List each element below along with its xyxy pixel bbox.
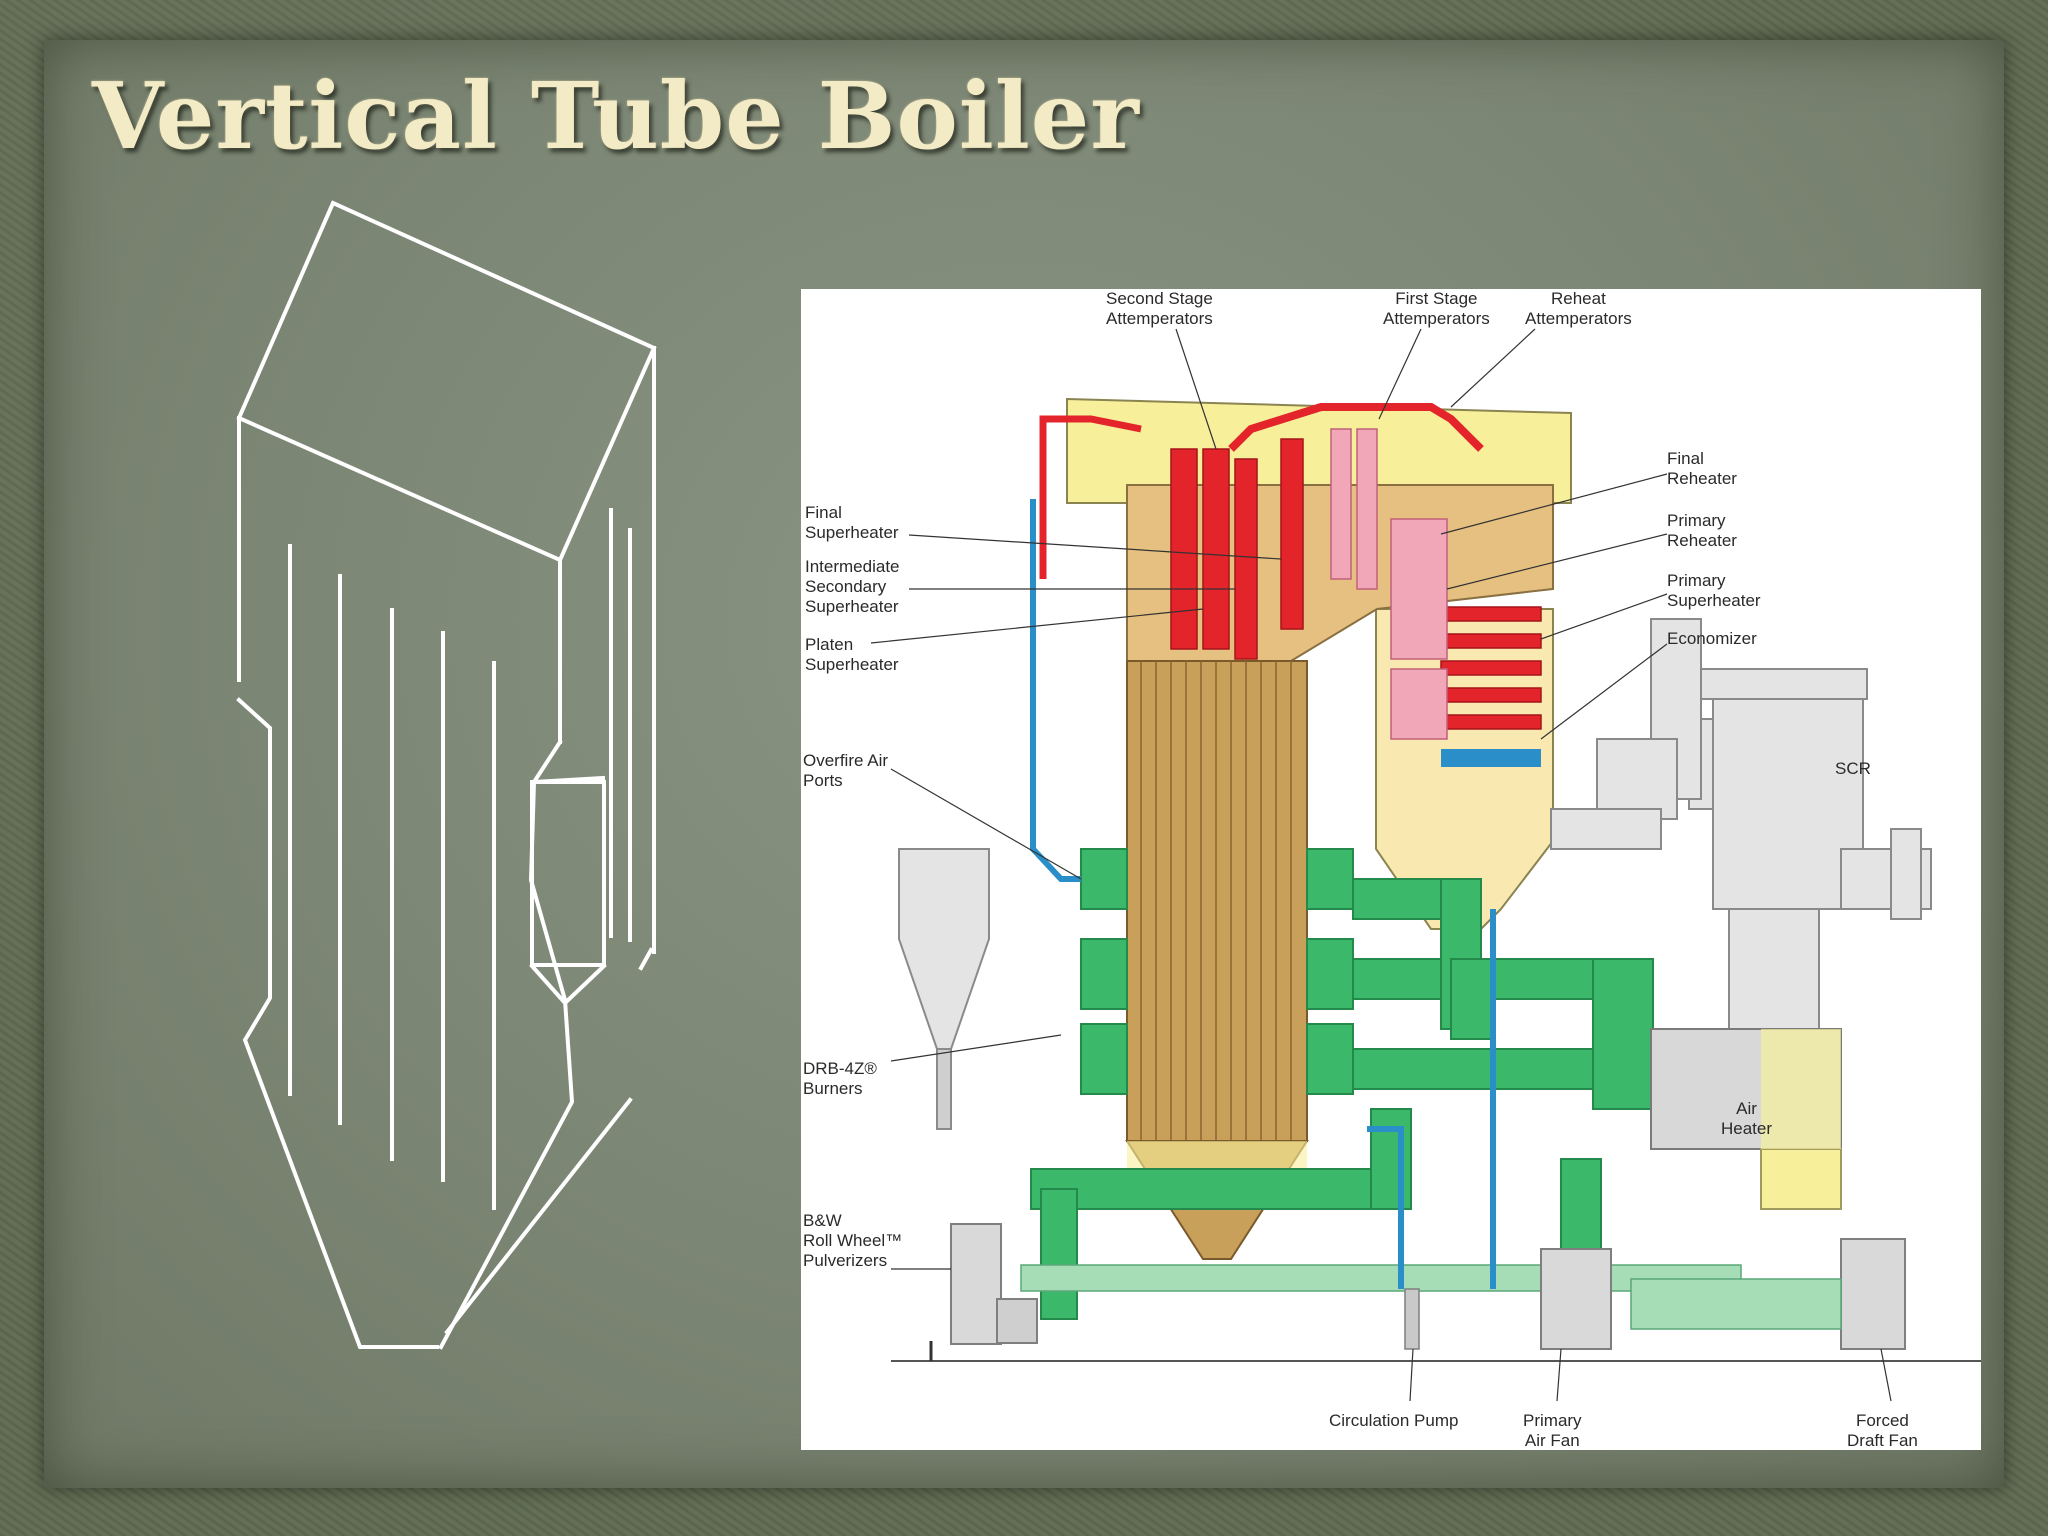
boiler-cross-section-figure: Second Stage Attemperators First Stage A… xyxy=(801,289,1981,1450)
label-scr: SCR xyxy=(1835,759,1871,778)
circulation-pump-body xyxy=(1404,1288,1420,1350)
label-pulverizers: B&W Roll Wheel™ Pulverizers xyxy=(803,1211,903,1270)
label-overfire-air-ports: Overfire Air Ports xyxy=(803,751,889,790)
economizer-coil xyxy=(1441,749,1541,767)
forced-draft-fan-body xyxy=(1840,1238,1906,1350)
label-primary-air-fan: Primary Air Fan xyxy=(1523,1411,1582,1450)
label-forced-draft-fan: Forced Draft Fan xyxy=(1847,1411,1918,1450)
label-intermediate-secondary-superheater: Intermediate Secondary Superheater xyxy=(805,557,900,616)
label-primary-reheater: Primary Reheater xyxy=(1667,511,1737,550)
water-piping xyxy=(1030,499,1496,1289)
superheater-panels xyxy=(1170,438,1542,730)
leader-lines xyxy=(870,328,1892,1402)
slide-title: Vertical Tube Boiler xyxy=(92,62,1140,170)
label-air-heater: Air Heater xyxy=(1721,1099,1773,1138)
air-ducts xyxy=(1030,848,1654,1320)
silo-feeder xyxy=(936,1048,952,1130)
label-economizer: Economizer xyxy=(1667,629,1757,648)
boiler-cross-section-drawing xyxy=(870,328,1981,1402)
pulverizer-body xyxy=(950,1223,1002,1345)
furnace-tubes xyxy=(1140,661,1292,1141)
air-duct-lower-light xyxy=(1020,1264,1742,1292)
label-drb-burners: DRB-4Z® Burners xyxy=(803,1059,877,1098)
label-platen-superheater: Platen Superheater xyxy=(805,635,899,674)
label-final-superheater: Final Superheater xyxy=(805,503,899,542)
label-reheat-attemperators: Reheat Attemperators xyxy=(1525,289,1632,328)
scr-lower-hopper xyxy=(1761,1029,1841,1149)
sketch-outline xyxy=(236,200,657,1350)
label-circulation-pump: Circulation Pump xyxy=(1329,1411,1459,1430)
pulverizer-motor xyxy=(996,1298,1038,1344)
furnace-body xyxy=(1126,660,1308,1142)
label-second-stage-attemperators: Second Stage Attemperators xyxy=(1106,289,1213,328)
steam-header-pipe xyxy=(1228,403,1484,452)
main-steam-pipe xyxy=(1039,415,1142,579)
primary-air-fan-body xyxy=(1540,1248,1612,1350)
label-final-reheater: Final Reheater xyxy=(1667,449,1737,488)
air-heater-lower xyxy=(1760,1148,1842,1210)
fd-fan-duct xyxy=(1630,1278,1842,1330)
reheater-tubes xyxy=(1330,428,1448,740)
coal-silo xyxy=(898,848,990,1050)
scr-ductwork xyxy=(1550,618,1932,1030)
label-first-stage-attemperators: First Stage Attemperators xyxy=(1383,289,1490,328)
label-primary-superheater: Primary Superheater xyxy=(1667,571,1761,610)
